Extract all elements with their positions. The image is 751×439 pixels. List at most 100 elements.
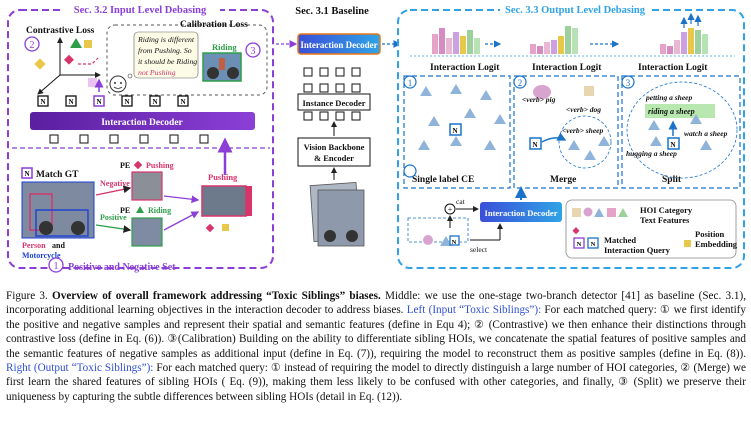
query-icon bbox=[37, 95, 49, 107]
negative-label: Negative bbox=[100, 179, 130, 188]
middle-panel: Sec. 3.1 Baseline Interaction Decoder In… bbox=[276, 6, 402, 247]
positive-photo bbox=[131, 217, 163, 247]
verb-dog-label: <verb> dog bbox=[566, 105, 601, 114]
pushing-label-top: Pushing bbox=[146, 161, 174, 170]
step1-badge bbox=[48, 257, 64, 273]
query-glyph: N bbox=[96, 98, 101, 106]
diamond-icon bbox=[34, 58, 46, 70]
legend-hoi: Text Features bbox=[640, 215, 690, 225]
legend-pe: Position bbox=[695, 229, 725, 239]
logit-label-2: Interaction Logit bbox=[532, 63, 602, 73]
split-box bbox=[621, 75, 741, 189]
split-label: Split bbox=[662, 175, 682, 185]
axis-z bbox=[37, 74, 61, 95]
middle-section-title: Sec. 3.1 Baseline bbox=[295, 6, 369, 17]
right-panel: Sec. 3.3 Output Level Debasing Interacti… bbox=[397, 3, 745, 269]
query-glyph: N bbox=[532, 141, 537, 149]
caption-right-link: Right (Output “Toxic Siblings”): bbox=[6, 362, 154, 375]
left-interaction-decoder bbox=[30, 112, 255, 130]
motorcycle-label: Motorcycle bbox=[22, 251, 61, 260]
query-row: N N N N N N bbox=[37, 95, 189, 107]
step3-num: 3 bbox=[251, 46, 256, 57]
svg-text:+: + bbox=[448, 205, 453, 214]
riding-label-2: Riding bbox=[148, 206, 171, 215]
query-glyph: N bbox=[68, 98, 73, 106]
and-label: and bbox=[52, 241, 65, 250]
caption-text: Middle: we use the one-stage two-branch … bbox=[6, 290, 746, 317]
hugging-label: hugging a sheep bbox=[626, 149, 677, 158]
query-glyph: N bbox=[124, 98, 129, 106]
query-icon bbox=[177, 95, 189, 107]
riding-sheep-label: riding a sheep bbox=[648, 107, 695, 116]
single-ce-box bbox=[403, 75, 511, 189]
query-glyph: N bbox=[180, 98, 185, 106]
contrastive-loss-label: Contrastive Loss bbox=[26, 26, 95, 36]
calibration-loss-label: Calibration Loss bbox=[180, 20, 248, 30]
pushing-label: Pushing bbox=[208, 172, 238, 182]
vision-backbone bbox=[297, 137, 371, 167]
middle-query-rows bbox=[303, 67, 361, 121]
query-glyph: N bbox=[577, 241, 582, 248]
step3-badge bbox=[245, 42, 261, 58]
pos-neg-set-label: Positive and Negative Set bbox=[68, 262, 176, 273]
caption-left-link: Left (Input “Toxic Siblings”): bbox=[406, 304, 542, 317]
query-icon-matched bbox=[93, 95, 105, 107]
select-label: select bbox=[470, 245, 488, 254]
right-decoder-label: Interaction Decoder bbox=[485, 208, 558, 218]
logit-label-1: Interaction Logit bbox=[430, 63, 500, 73]
middle-decoder-label: Interaction Decoder bbox=[300, 40, 377, 50]
query-glyph: N bbox=[591, 241, 596, 248]
step2-num: 2 bbox=[30, 40, 35, 51]
square-icon-light bbox=[88, 78, 97, 87]
merge-label: Merge bbox=[550, 175, 576, 185]
right-step1-num: 1 bbox=[408, 78, 413, 88]
petting-label: petting a sheep bbox=[645, 93, 692, 102]
triangles-2 bbox=[568, 136, 610, 160]
face-icon bbox=[109, 75, 127, 93]
riding-note-line: Riding is different bbox=[137, 35, 195, 44]
square-icon bbox=[84, 40, 92, 48]
logit-bars-2 bbox=[530, 26, 578, 54]
legend-pe: Embedding bbox=[695, 239, 738, 249]
step1-num: 1 bbox=[54, 261, 59, 272]
caption-text: For each matched query: ① instead of req… bbox=[6, 362, 747, 403]
query-glyph: N bbox=[24, 170, 29, 178]
decoder-input-row bbox=[49, 134, 209, 144]
logit-bars-3 bbox=[660, 12, 708, 54]
logit-bars-1 bbox=[432, 28, 480, 54]
riding-note-box bbox=[133, 31, 199, 79]
query-glyph: N bbox=[40, 98, 45, 106]
caption-figno: Figure 3. bbox=[6, 290, 53, 302]
pe-label: PE bbox=[120, 161, 130, 170]
caption-text: For each matched query: ① we first ident… bbox=[6, 304, 746, 360]
instance-decoder-label: Instance Decoder bbox=[302, 98, 365, 108]
negative-photo bbox=[131, 171, 163, 201]
right-section-title: Sec. 3.3 Output Level Debasing bbox=[505, 5, 646, 16]
riding-label: Riding bbox=[212, 42, 237, 52]
framework-figure: Sec. 3.2 Input Level Debasing Contrastiv… bbox=[7, 3, 745, 273]
logit-label-3: Interaction Logit bbox=[638, 63, 708, 73]
left-section-title: Sec. 3.2 Input Level Debasing bbox=[74, 5, 207, 16]
cat-label: cat bbox=[456, 197, 466, 206]
legend-query: Interaction Query bbox=[604, 245, 671, 255]
riding-note-line: from Pushing. So bbox=[138, 46, 192, 55]
query-icon bbox=[149, 95, 161, 107]
calibration-photo bbox=[201, 185, 247, 217]
single-ce-label: Single label CE bbox=[412, 175, 474, 185]
verb-sheep-label: <verb> sheep bbox=[562, 126, 603, 135]
legend-query: Matched bbox=[604, 235, 636, 245]
pe-label-2: PE bbox=[120, 206, 130, 215]
backbone-label: & Encoder bbox=[314, 153, 354, 163]
merge-box bbox=[513, 75, 619, 189]
riding-note-line: not Pushing bbox=[138, 68, 176, 77]
caption-title: Overview of overall framework addressing… bbox=[52, 290, 381, 302]
person-label: Person bbox=[22, 241, 46, 250]
calibration-box bbox=[106, 24, 268, 96]
right-step3-num: 3 bbox=[626, 78, 631, 88]
positive-label: Positive bbox=[100, 213, 127, 222]
riding-note-line: it should be Riding bbox=[138, 57, 197, 66]
figure-caption: Figure 3. Overview of overall framework … bbox=[6, 289, 746, 404]
legend-hoi: HOI Category bbox=[640, 205, 693, 215]
triangles-3 bbox=[648, 114, 712, 150]
right-interaction-decoder bbox=[480, 202, 562, 222]
